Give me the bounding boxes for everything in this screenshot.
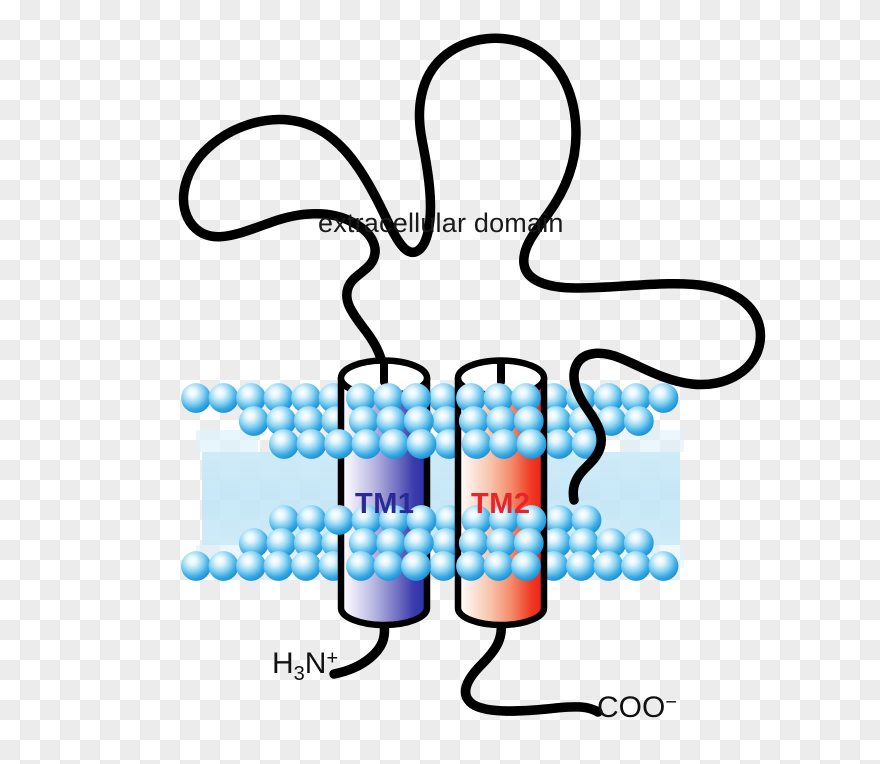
c-terminus-charge: − — [665, 691, 678, 714]
lipid-head-group — [621, 551, 651, 581]
lipid-head-group — [291, 551, 321, 581]
lipid-head-group — [181, 551, 211, 581]
n-terminus-subscript: 3 — [293, 663, 305, 685]
lipid-head-group — [324, 429, 354, 459]
lipid-head-group — [379, 429, 409, 459]
lipid-head-group — [208, 383, 239, 413]
n-terminus-charge: + — [326, 647, 339, 670]
lipid-head-group — [544, 429, 574, 459]
lipid-head-group — [511, 551, 541, 581]
extracellular-domain-loop — [178, 33, 766, 505]
lipid-head-group — [428, 551, 459, 581]
lipid-head-group — [593, 551, 624, 581]
extracellular-domain-label: extracellular domain — [318, 208, 564, 238]
lipid-head-group — [648, 383, 679, 413]
lipid-head-group — [236, 551, 266, 581]
lipid-head-group — [406, 429, 437, 459]
lipid-head-group — [401, 551, 431, 581]
lipid-head-group — [648, 551, 679, 581]
lipid-head-group — [566, 551, 596, 581]
lipid-head-group — [483, 551, 514, 581]
lipid-head-group — [296, 429, 327, 459]
lipid-head-group — [263, 551, 294, 581]
c-terminus-coo: COO — [597, 691, 666, 724]
n-terminus-label: H3N+ — [272, 647, 338, 686]
tm1-label: TM1 — [355, 488, 415, 520]
lipid-head-group — [516, 429, 547, 459]
lipid-head-group — [324, 505, 354, 535]
lipid-head-group — [238, 406, 269, 436]
lipid-head-group — [373, 551, 404, 581]
lipid-head-group — [623, 406, 654, 436]
lipid-head-group — [181, 383, 211, 413]
lipid-head-group — [351, 429, 382, 459]
c-terminus-label: COO− — [597, 691, 677, 725]
n-terminus-n: N — [304, 647, 327, 680]
lipid-head-group — [456, 551, 486, 581]
helix-entry-stubs — [380, 358, 505, 386]
lipid-head-group — [489, 429, 519, 459]
lipid-head-group — [346, 551, 376, 581]
n-terminus-h: H — [272, 647, 294, 680]
lipid-head-group — [269, 429, 299, 459]
lipid-head-group — [208, 551, 239, 581]
lipid-head-group — [461, 429, 492, 459]
n-terminal-tail — [329, 619, 390, 679]
tm2-label: TM2 — [471, 488, 531, 520]
c-terminal-tail — [460, 619, 603, 717]
